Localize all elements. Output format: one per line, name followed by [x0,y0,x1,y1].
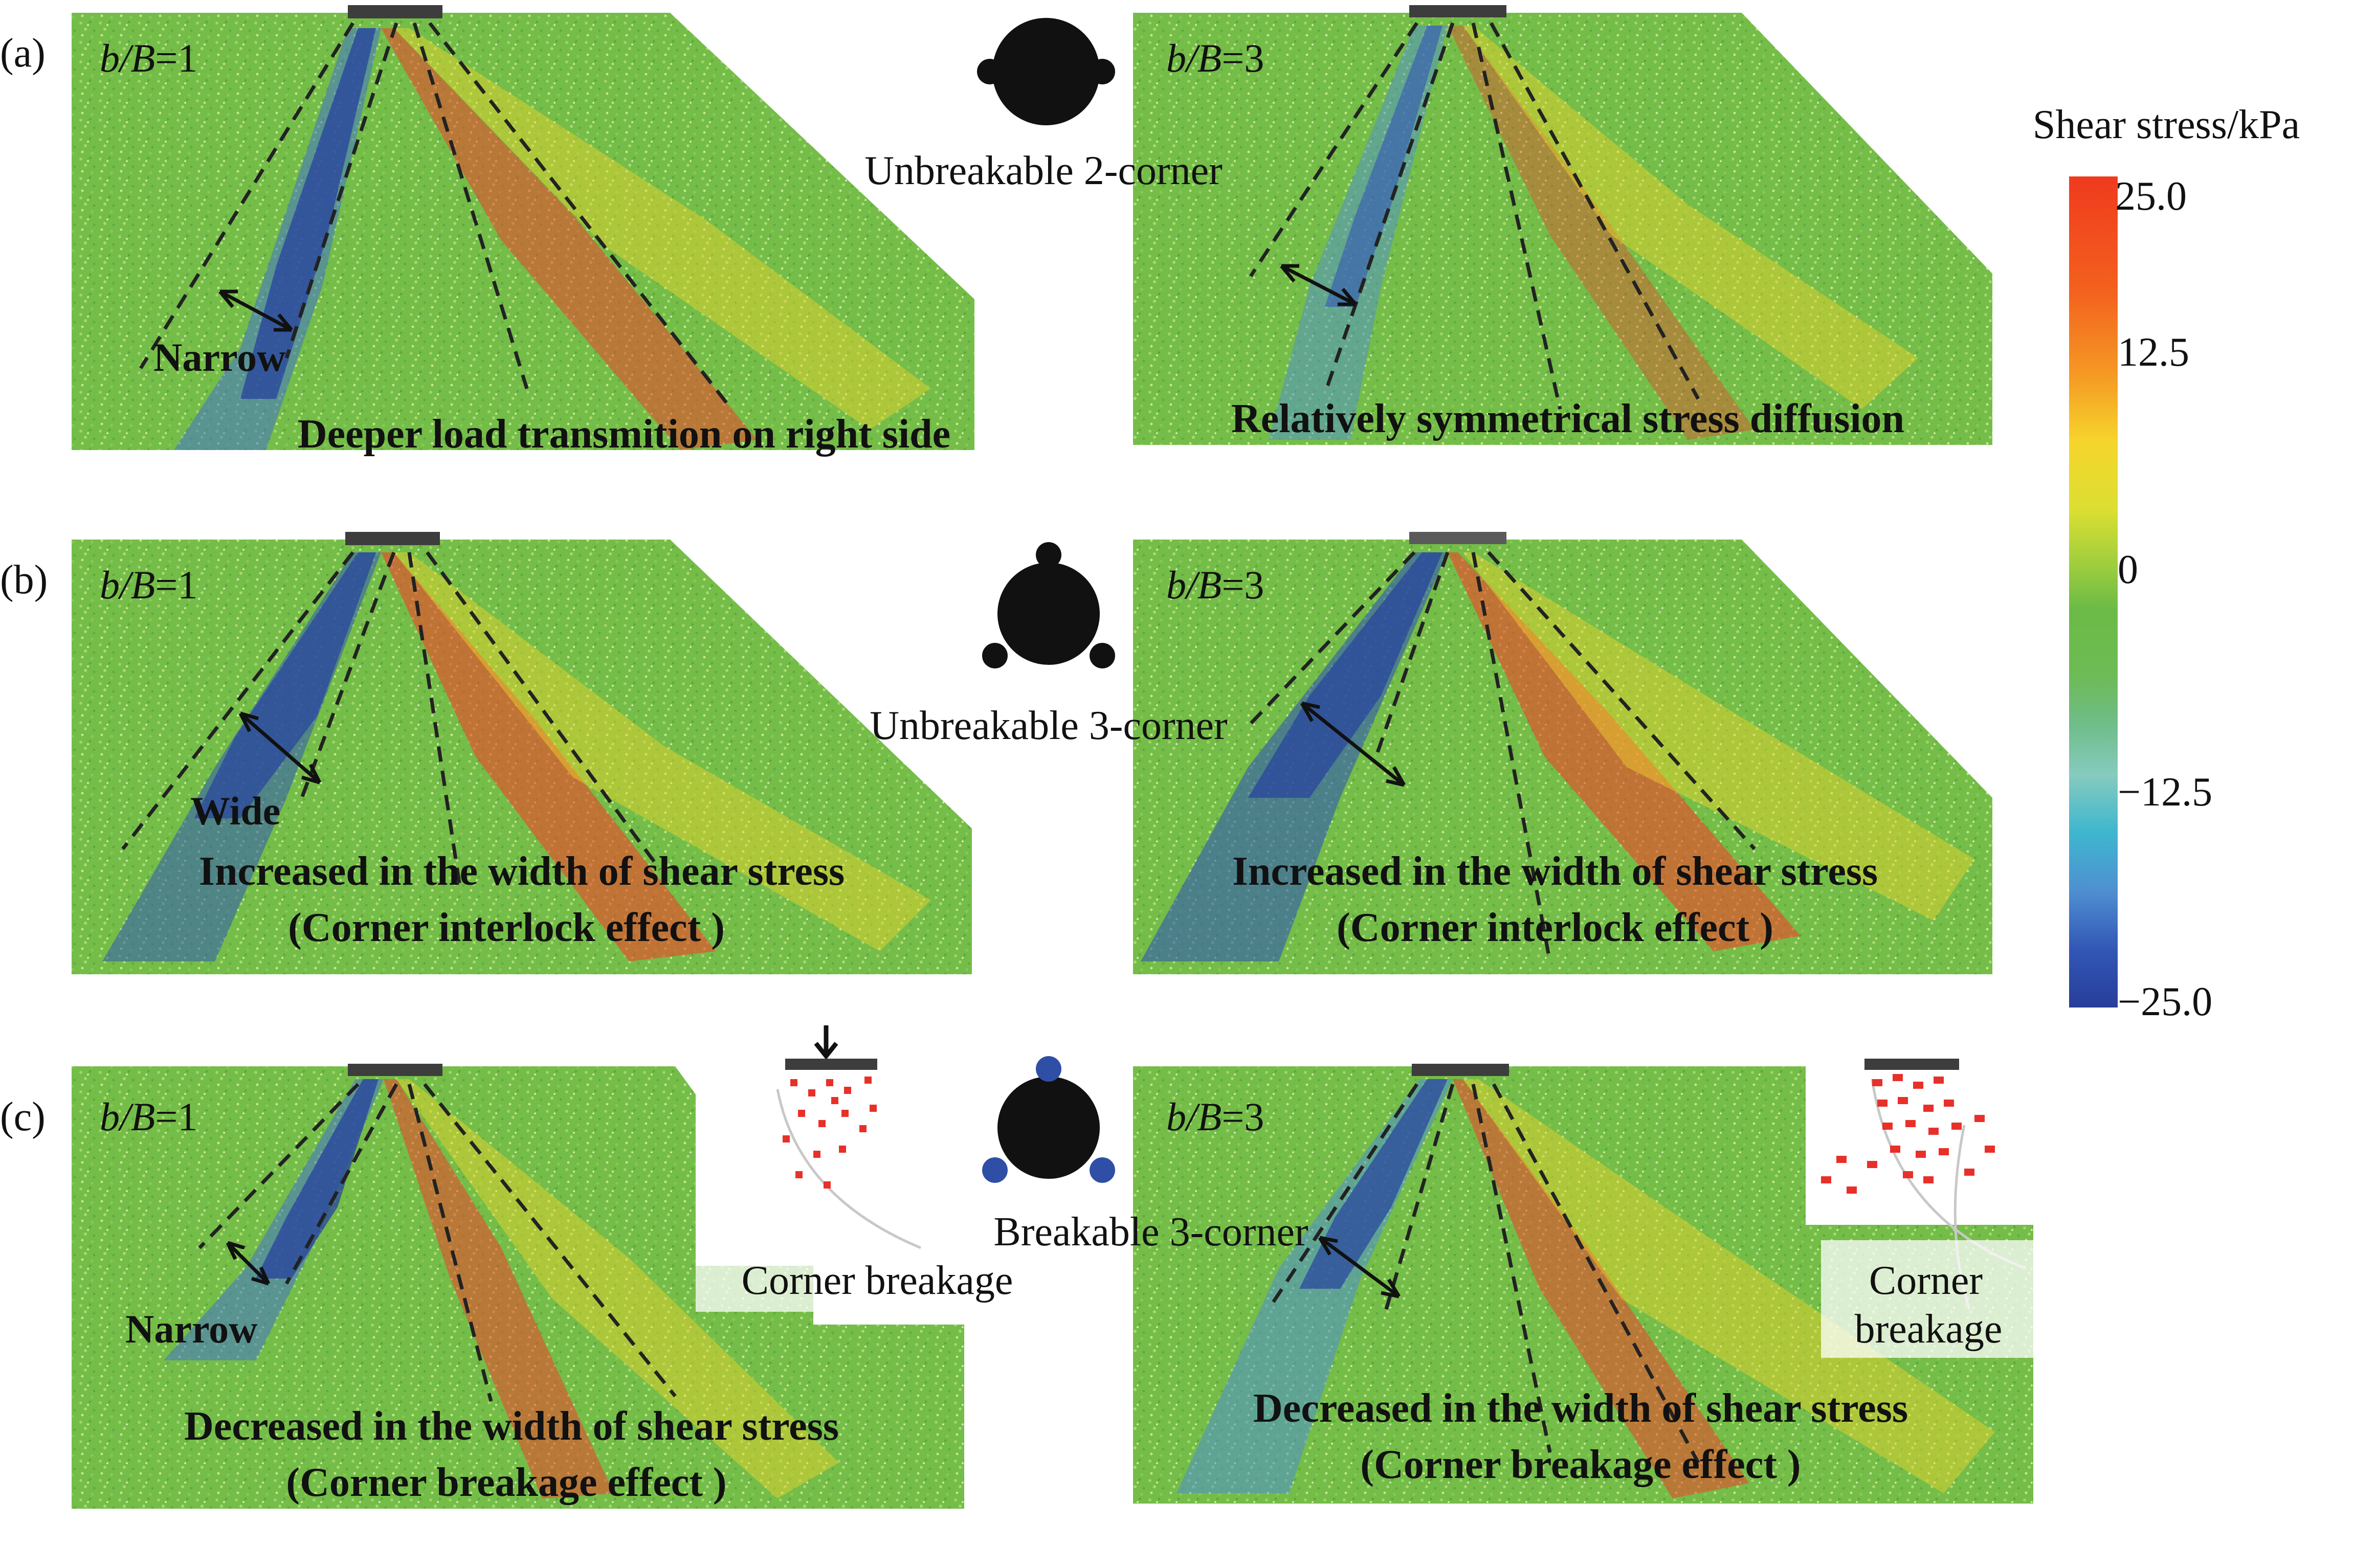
inset-label-bg [696,1250,1023,1312]
negative-stress-chain-core [194,552,376,818]
ratio-label: b/B=3 [1166,563,1264,607]
width-arrow [1280,264,1357,306]
caption-line-1: Increased in the width of shear stress [199,849,845,894]
positive-stress-chain [384,1079,614,1498]
colorbar-title: Shear stress/kPa [2033,102,2300,147]
caption-line-1: Deeper load transmition on right side [298,412,950,457]
positive-stress-chain [1448,26,1755,440]
dashed-boundaries [1249,22,1700,410]
caption-line-1: Decreased in the width of shear stress [184,1404,839,1449]
caption-line-2: (Corner interlock effect ) [288,905,725,950]
broken-corner-fragments [783,1077,877,1189]
negative-stress-chain-core [1248,552,1442,798]
dashed-boundaries [1247,551,1756,962]
width-label: Narrow [125,1307,258,1351]
caption-line-1: Relatively symmetrical stress diffusion [1231,396,1904,441]
positive-stress-chain [381,28,757,450]
corner-breakage-inset: Corner breakage [1821,1059,2036,1358]
footing-plate [1409,532,1506,544]
ratio-label: b/B=1 [100,1094,197,1139]
colorbar-tick: −25.0 [2118,979,2212,1024]
negative-stress-chain-core [256,1079,379,1279]
inset-footing-plate [1864,1059,1959,1070]
arrow-down-icon [814,1025,838,1060]
particle-label: Unbreakable 2-corner [864,148,1223,193]
inset-footing-plate [785,1059,877,1070]
unbreakable-2-corner-particle-icon [977,18,1115,125]
positive-stress-chain-fringe [1463,552,1974,921]
width-arrow [218,289,293,332]
colorbar-tick: 25.0 [2115,174,2187,219]
corner-breakage-inset: Corner breakage [696,1025,1023,1312]
panel-c-left: b/B=1 Narrow Decreased in the width of s… [72,1025,1023,1509]
panel-b-right: b/B=3 Increased in the width of shear st… [1133,532,1992,974]
caption-line-1: Decreased in the width of shear stress [1253,1386,1908,1431]
caption-line-2: (Corner interlock effect ) [1337,905,1773,950]
positive-stress-chain [1448,552,1801,951]
particle-label: Unbreakable 3-corner [870,703,1228,748]
row-b: (b) b/B=1 Wide Incre [0,532,1992,974]
panel-a-right: b/B=3 Relatively symmetrical stress diff… [1133,5,1992,445]
width-label: Wide [190,789,280,833]
positive-stress-chain-fringe [394,28,931,430]
caption-line-2: (Corner breakage effect ) [1360,1442,1801,1487]
positive-stress-chain-fringe [1463,26,1918,409]
panel-b-left: b/B=1 Wide Increased in the width of she… [72,532,972,974]
ratio-label: b/B=3 [1166,1094,1264,1139]
dashed-boundaries [1267,1083,1700,1464]
inset-label: Corner breakage [742,1258,1013,1303]
caption-line-2: (Corner breakage effect ) [286,1460,726,1505]
footing-plate [1412,1064,1509,1076]
row-tag: (b) [0,557,48,602]
positive-stress-chain-fringe [396,1079,839,1498]
width-arrow [226,1241,271,1286]
negative-stress-chain-core [240,28,376,399]
dashed-boundaries [139,21,733,411]
colorbar-gradient [2069,176,2118,1007]
panel-c-right: b/B=3 Decreased in the width of shear st… [1133,1059,2036,1504]
footing-plate [345,532,440,545]
colorbar-tick: 12.5 [2118,330,2189,375]
ratio-label: b/B=1 [100,563,197,607]
inset-label-bg [1821,1240,2036,1358]
colorbar-tick: −12.5 [2118,770,2212,815]
footing-plate [348,5,442,18]
ratio-label: b/B=3 [1166,36,1264,80]
footing-plate [348,1064,442,1076]
colorbar-tick: 0 [2118,547,2138,592]
positive-stress-chain-fringe [394,552,931,951]
inset-label-line-2: breakage [1855,1307,2003,1352]
row-c: (c) b/B=1 Narrow Dec [0,1025,2036,1509]
particle-label: Breakable 3-corner [993,1209,1308,1255]
width-arrow [238,711,322,785]
dashed-boundaries [198,1083,677,1402]
footing-plate [1409,5,1506,17]
caption-line-1: Increased in the width of shear stress [1232,849,1878,894]
row-tag: (c) [0,1094,46,1139]
positive-stress-chain [1453,1079,1749,1498]
breakable-3-corner-particle-icon [982,1056,1115,1183]
broken-corner-fragments [1821,1074,1995,1194]
positive-stress-chain [381,552,716,961]
width-label: Narrow [153,335,286,379]
colorbar: Shear stress/kPa 25.0 12.5 0 −12.5 −25.0 [2033,102,2300,1024]
inset-label-line-1: Corner [1869,1258,1983,1303]
ratio-label: b/B=1 [100,36,197,80]
panel-a-left: b/B=1 Narrow Deeper load transmition on … [72,5,974,457]
negative-stress-chain-core [1325,26,1442,307]
width-arrow [1318,1236,1401,1298]
negative-stress-chain-core [1299,1079,1448,1289]
dashed-boundaries [121,551,661,890]
row-tag: (a) [0,31,46,76]
positive-stress-chain-fringe [1463,1079,1995,1493]
row-a: (a) b/B=1 Narrow Dee [0,5,1992,457]
unbreakable-3-corner-particle-icon [982,542,1115,668]
width-arrow [1300,701,1406,787]
